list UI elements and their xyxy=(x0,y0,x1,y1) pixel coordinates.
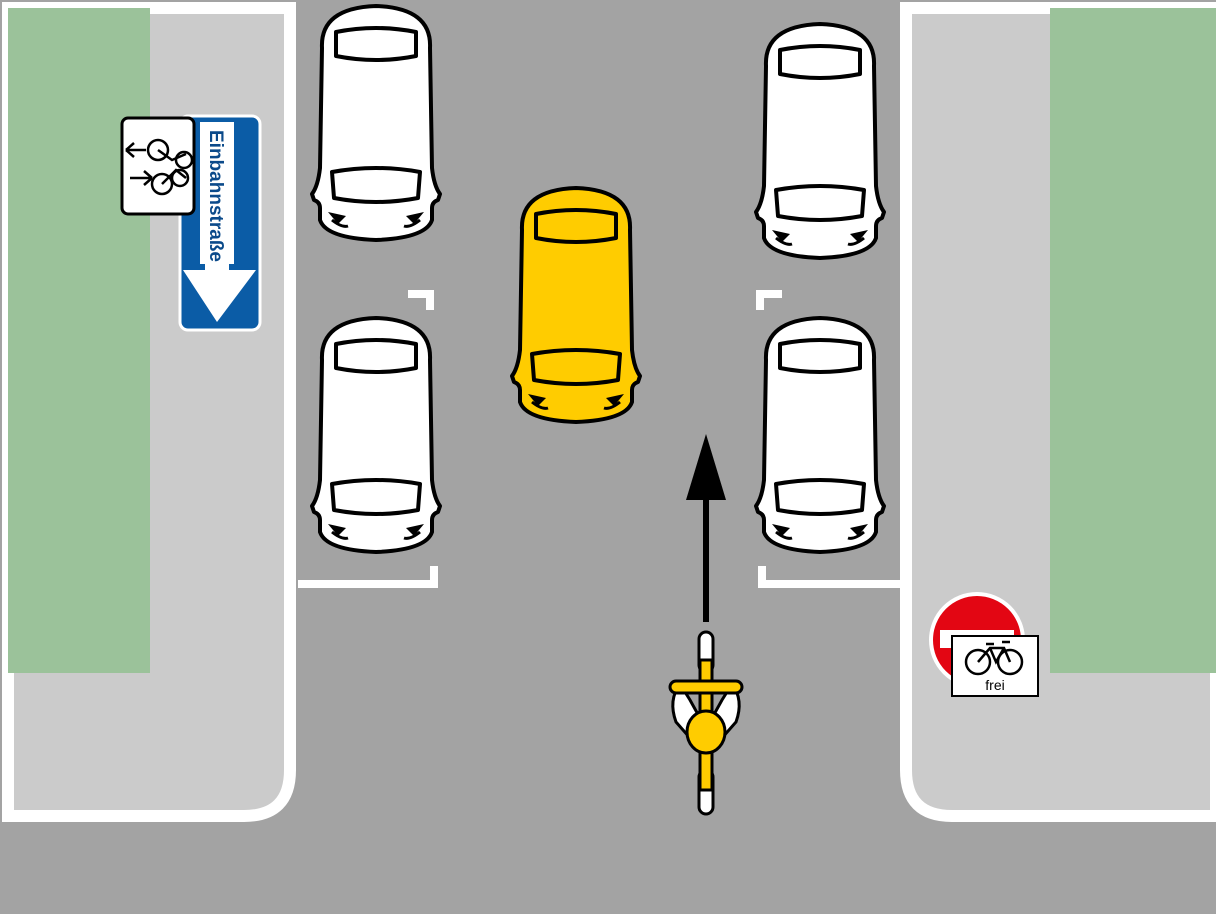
one-way-sign-text: Einbahnstraße xyxy=(205,130,226,262)
parked-car xyxy=(756,24,884,258)
oncoming-yellow-car xyxy=(512,188,640,422)
parked-car xyxy=(312,318,440,552)
bicycle-exempt-plate: frei xyxy=(952,636,1038,696)
bicycle-exempt-text: frei xyxy=(985,677,1004,693)
right-grass xyxy=(1050,8,1216,673)
parked-car xyxy=(756,318,884,552)
bicycle-two-way-plate xyxy=(122,118,194,214)
left-grass xyxy=(8,8,150,673)
parked-car xyxy=(312,6,440,240)
